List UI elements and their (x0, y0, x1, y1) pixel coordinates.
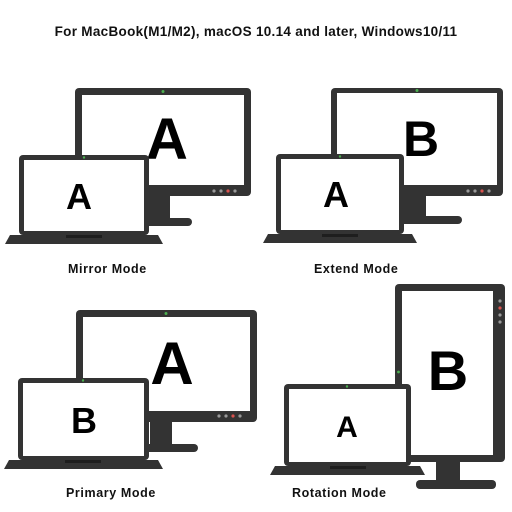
monitor-button (217, 414, 221, 418)
laptop-camera (81, 379, 85, 382)
monitor-button (498, 320, 502, 324)
laptop-base (263, 234, 417, 243)
monitor-screen (402, 291, 493, 455)
monitor-letter: B (403, 111, 439, 167)
laptop-base (270, 466, 425, 475)
monitor-stand (404, 192, 426, 222)
monitor-stand (150, 416, 172, 448)
monitor-camera (415, 89, 419, 92)
rotation-mode-panel: B A Rotation Mode (256, 256, 512, 512)
monitor-button (498, 299, 502, 303)
mirror-mode-panel: A A Mirror Mode (0, 0, 256, 276)
laptop-camera (345, 385, 349, 388)
laptop-camera (338, 155, 342, 158)
monitor-stand (148, 192, 170, 222)
laptop-letter: A (66, 176, 92, 217)
mirror-mode-illustration: A A (5, 88, 251, 244)
monitor-power-button (231, 414, 235, 418)
monitor-stand-base (386, 216, 462, 224)
monitor-button (233, 189, 237, 193)
laptop-base (5, 235, 163, 244)
monitor-letter: B (428, 339, 468, 402)
monitor-camera (164, 312, 168, 315)
monitor-letter: A (146, 107, 188, 172)
primary-mode-panel: A B Primary Mode (0, 256, 257, 512)
laptop-screen (24, 160, 144, 231)
monitor-button (224, 414, 228, 418)
monitor-button (498, 313, 502, 317)
extend-mode-illustration: B A (263, 88, 503, 243)
laptop-screen (23, 383, 144, 456)
primary-mode-illustration: A B (4, 310, 257, 469)
mirror-mode-caption: Mirror Mode (68, 262, 147, 276)
laptop-notch (322, 234, 358, 237)
monitor-camera (397, 370, 400, 374)
monitor-camera (161, 90, 165, 93)
laptop-letter: A (336, 411, 358, 444)
rotation-mode-caption: Rotation Mode (292, 486, 387, 500)
monitor-button (238, 414, 242, 418)
laptop-letter: A (323, 174, 349, 215)
monitor-button (219, 189, 223, 193)
primary-mode-caption: Primary Mode (66, 486, 156, 500)
monitor-stand-base (416, 480, 496, 489)
monitor-power-button (226, 189, 230, 193)
monitor-button (487, 189, 491, 193)
rotation-mode-illustration: B A (270, 284, 505, 489)
monitor-button (466, 189, 470, 193)
laptop-camera (82, 156, 86, 159)
monitor-letter: A (150, 330, 193, 397)
laptop-base (4, 460, 163, 469)
laptop-notch (66, 235, 102, 238)
monitor-button (473, 189, 477, 193)
monitor-button (212, 189, 216, 193)
laptop-letter: B (71, 400, 97, 441)
extend-mode-panel: B A Extend Mode (256, 0, 512, 276)
monitor-power-button (480, 189, 484, 193)
laptop-notch (65, 460, 101, 463)
laptop-notch (330, 466, 366, 469)
monitor-power-button (498, 306, 502, 310)
page-title: For MacBook(M1/M2), macOS 10.14 and late… (54, 24, 458, 39)
laptop-screen (289, 389, 406, 462)
extend-mode-caption: Extend Mode (314, 262, 399, 276)
laptop-screen (281, 159, 399, 230)
